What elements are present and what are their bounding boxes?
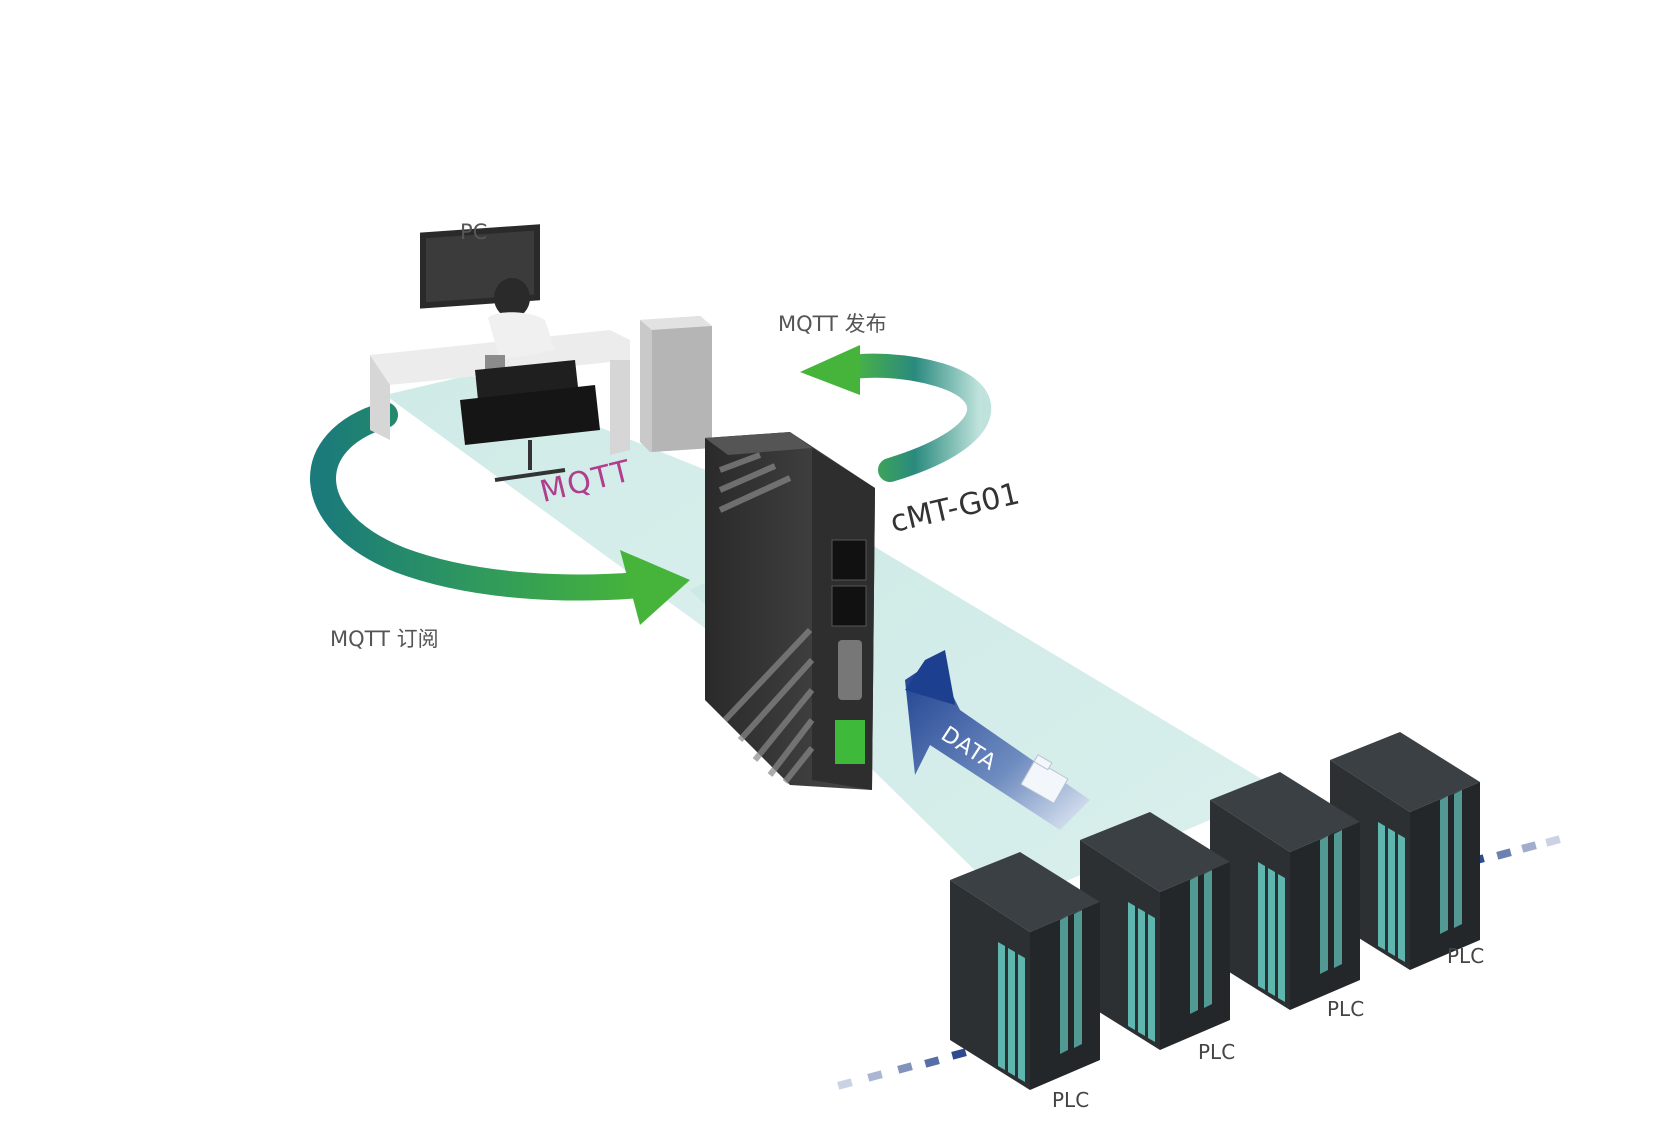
- plc-unit: [1080, 812, 1230, 1050]
- plc-unit: [950, 852, 1100, 1090]
- publish-label: MQTT 发布: [778, 312, 887, 336]
- plc-label-3: PLC: [1327, 997, 1365, 1021]
- plc-label-1: PLC: [1052, 1088, 1090, 1112]
- subscribe-label: MQTT 订阅: [330, 627, 439, 651]
- plc-group: [950, 732, 1480, 1090]
- pc-workstation: [370, 224, 712, 482]
- data-arrow: [905, 650, 1090, 830]
- plc-label-2: PLC: [1198, 1040, 1236, 1064]
- subscribe-arrowhead: [620, 550, 690, 625]
- subscribe-arrow: [310, 402, 653, 601]
- publish-arrowhead: [800, 345, 860, 395]
- gateway-device: [705, 432, 875, 790]
- folder-icon: [1020, 754, 1069, 804]
- pc-label: PC: [460, 220, 488, 244]
- plc-label-4: PLC: [1447, 944, 1485, 968]
- publish-arrow: [838, 353, 992, 482]
